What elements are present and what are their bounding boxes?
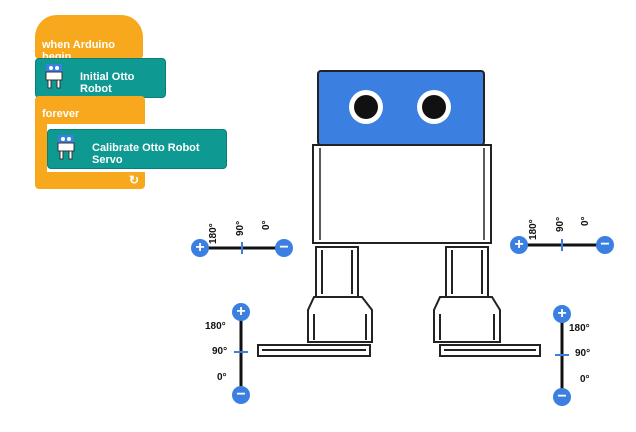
forever-label: forever xyxy=(42,108,80,120)
right-leg-label-90: 90° xyxy=(555,216,566,232)
calibrate-otto-servo-block[interactable]: Calibrate Otto Robot Servo xyxy=(47,129,227,169)
right-leg-label-180: 180° xyxy=(528,219,539,240)
otto-robot-icon xyxy=(57,135,75,160)
right-leg-plus-button[interactable]: + xyxy=(510,236,528,254)
left-leg-label-180: 180° xyxy=(208,223,219,244)
left-leg-label-90: 90° xyxy=(235,220,246,236)
right-foot xyxy=(439,344,541,357)
right-foot-plus-button[interactable]: + xyxy=(553,305,571,323)
otto-robot-icon xyxy=(45,64,63,89)
left-foot-plus-button[interactable]: + xyxy=(232,303,250,321)
loop-arrow-icon: ↻ xyxy=(128,173,139,187)
left-leg-minus-button[interactable]: − xyxy=(275,239,293,257)
left-leg-label-0: 0° xyxy=(261,220,272,230)
when-arduino-begin-block[interactable]: when Arduino begin xyxy=(35,15,143,63)
right-foot-minus-button[interactable]: − xyxy=(553,388,571,406)
left-foot-label-180: 180° xyxy=(205,321,226,332)
left-foot-minus-button[interactable]: − xyxy=(232,386,250,404)
initial-otto-label: Initial Otto Robot xyxy=(80,71,135,95)
left-foot xyxy=(257,344,371,357)
left-foot-label-0: 0° xyxy=(217,372,227,383)
left-leg xyxy=(307,246,373,343)
right-foot-label-0: 0° xyxy=(580,374,590,385)
robot-head xyxy=(317,70,485,146)
right-foot-label-90: 90° xyxy=(575,348,591,359)
left-foot-label-90: 90° xyxy=(212,346,228,357)
robot-body xyxy=(312,144,492,244)
left-leg-plus-button[interactable]: + xyxy=(191,239,209,257)
right-leg xyxy=(433,246,501,343)
right-foot-label-180: 180° xyxy=(569,323,590,334)
right-leg-label-0: 0° xyxy=(580,216,591,226)
calibrate-servo-label: Calibrate Otto Robot Servo xyxy=(92,142,200,166)
right-leg-minus-button[interactable]: − xyxy=(596,236,614,254)
